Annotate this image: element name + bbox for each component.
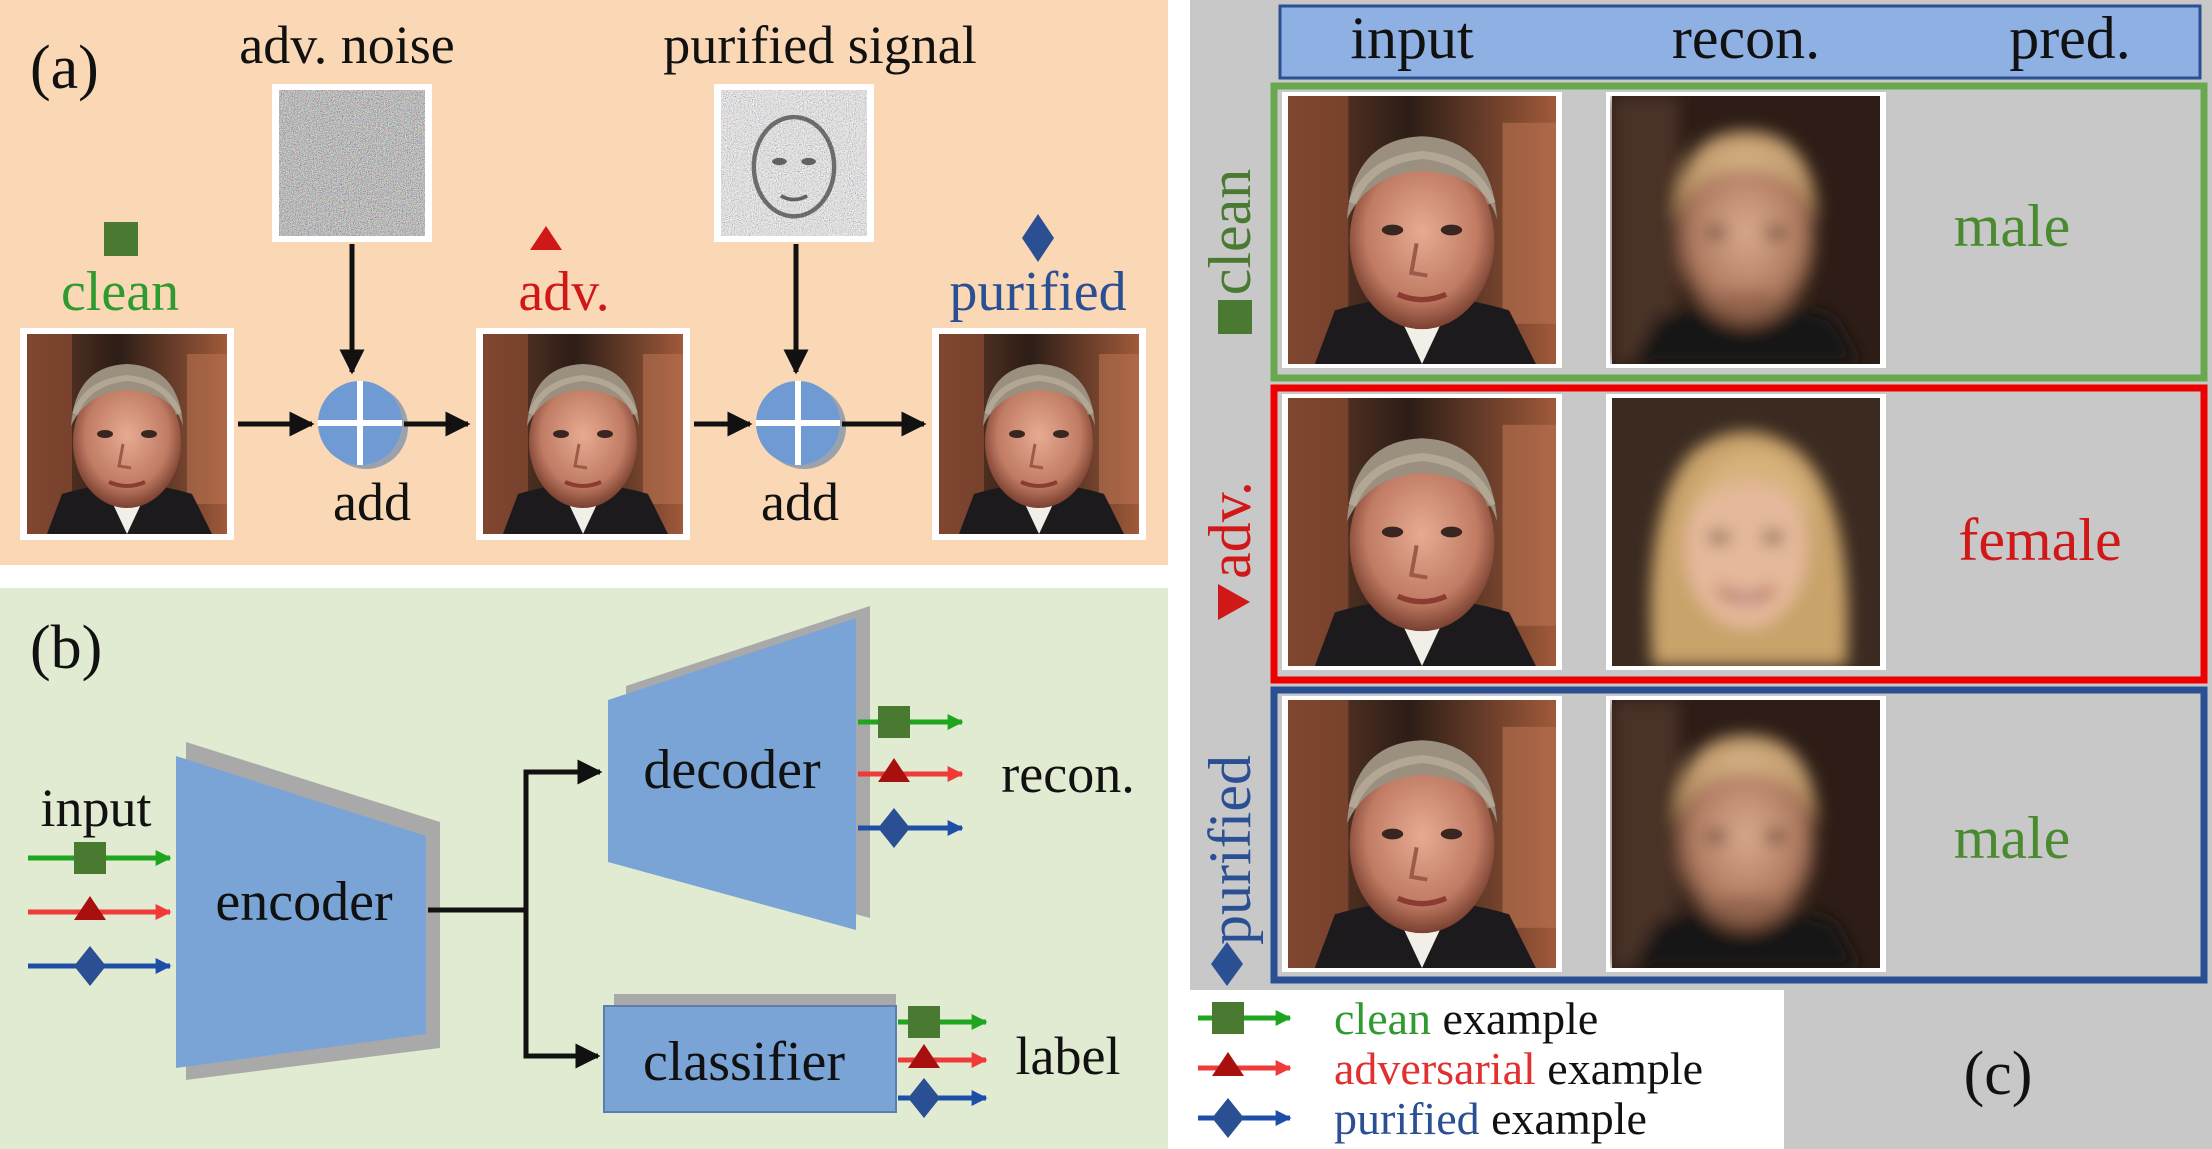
clean-label: clean [61,261,179,323]
classifier-output-arrows [898,1006,988,1118]
decoder-block [608,618,856,930]
panel-b-label: (b) [30,614,102,682]
adv-noise-image [279,90,425,236]
purified-label: purified [949,261,1126,323]
classifier-block [603,1005,897,1113]
row-clean-label: clean [1197,169,1263,296]
adv-triangle-marker [530,226,562,250]
panel-b: (b) encoder decoder classifier input rec… [0,588,1168,1149]
purified-face-image [939,334,1139,534]
row-purified: male purified [1197,686,2208,986]
decoder-label: decoder [643,739,821,801]
row-adv-pred: female [1958,507,2121,573]
adv-noise-title: adv. noise [239,15,454,75]
panel-c: input recon. pred. male clean female adv… [1190,0,2212,1149]
panel-a-label: (a) [30,34,99,102]
recon-label: recon. [1001,744,1134,804]
legend-clean-marker [1212,1002,1244,1034]
row-clean-pred: male [1954,193,2071,259]
row-purified-recon-image [1612,700,1880,968]
row-purified-diamond-marker [1211,942,1243,986]
legend-adv-text: adversarial example [1334,1043,1703,1094]
panel-b-connectors [428,759,603,1069]
row-purified-border [1270,686,2208,984]
add-node-1 [318,381,408,469]
column-header-pred: pred. [2009,5,2131,71]
row-adv-input-image [1288,398,1556,666]
add-node-2 [756,381,846,469]
clean-face-image [27,334,227,534]
column-header-recon: recon. [1672,5,1820,71]
row-clean-border [1270,82,2208,382]
clean-square-marker [104,222,138,256]
row-adv-border [1270,384,2208,684]
row-purified-pred: male [1954,805,2071,871]
legend-clean-text: clean example [1334,993,1598,1044]
row-clean-recon-image [1612,96,1880,364]
adv-label: adv. [518,261,609,323]
row-purified-input-image [1288,700,1556,968]
purified-signal-image [721,90,867,236]
row-adv-label: adv. [1197,481,1263,579]
row-purified-label: purified [1197,755,1263,945]
row-adv-triangle-marker [1218,584,1250,620]
panel-c-label: (c) [1964,1040,2033,1108]
legend-purified-marker [1212,1098,1244,1138]
purified-signal-title: purified signal [663,15,976,75]
column-header-input: input [1350,5,1474,71]
input-arrows [28,842,172,986]
row-clean: male clean [1197,82,2208,382]
panel-b-background [0,588,1168,1149]
row-adv: female adv. [1197,384,2208,684]
decoder-output-arrows [858,706,964,848]
output-label: label [1016,1026,1121,1086]
panel-a: (a) adv. noise purified signal clean adv… [0,0,1168,565]
adv-face-image [483,334,683,534]
row-adv-recon-image [1612,398,1880,666]
legend: clean example adversarial example purifi… [1190,990,1784,1149]
encoder-block [176,756,426,1068]
encoder-label: encoder [215,871,393,933]
classifier-label: classifier [643,1031,845,1093]
add-label-1: add [333,472,411,532]
legend-purified-text: purified example [1334,1093,1647,1144]
row-clean-input-image [1288,96,1556,364]
input-label: input [40,778,151,838]
column-header-bar [1278,4,2202,80]
legend-adv-marker [1212,1052,1244,1076]
add-label-2: add [761,472,839,532]
panel-a-arrows [238,244,927,437]
purified-diamond-marker [1022,214,1054,262]
row-clean-square-marker [1218,300,1252,334]
